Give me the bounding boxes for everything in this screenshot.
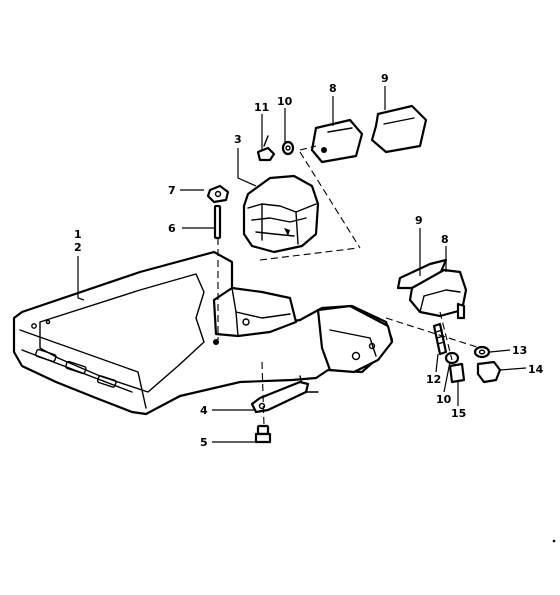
engine-mount-right-8 [408, 268, 468, 320]
washer-13 [473, 345, 491, 359]
callout-7: 7 [168, 184, 176, 197]
cap-nut-14 [476, 360, 502, 384]
callout-8-lower: 8 [441, 233, 449, 246]
insulator-plate-upper-8 [310, 118, 364, 164]
callout-13: 13 [512, 344, 527, 357]
callout-4: 4 [200, 404, 208, 417]
callout-15: 15 [451, 407, 466, 420]
bolt-5 [254, 424, 272, 444]
assembly-lines [217, 145, 481, 427]
callout-14: 14 [528, 363, 544, 376]
bracket-4 [250, 380, 310, 414]
callout-10-lower: 10 [436, 393, 452, 406]
washer-10-upper [281, 140, 295, 156]
stud-6 [213, 204, 222, 240]
callout-9-lower: 9 [415, 214, 423, 227]
callout-2: 2 [74, 241, 82, 254]
callout-11: 11 [254, 101, 269, 114]
callout-1: 1 [74, 228, 82, 241]
nut-15 [448, 362, 466, 384]
callout-8-upper: 8 [329, 82, 337, 95]
engine-mount-block [242, 174, 320, 254]
subframe-crossmember [12, 250, 394, 416]
stray-dot [552, 539, 556, 543]
bolt-11 [256, 135, 276, 162]
insulator-plate-upper-9 [370, 104, 428, 154]
callout-6: 6 [168, 222, 176, 235]
callout-12: 12 [426, 373, 441, 386]
callout-3: 3 [234, 133, 242, 146]
callout-5: 5 [200, 436, 208, 449]
stud-12 [432, 322, 448, 356]
callout-labels: 1 2 3 4 5 6 7 8 8 9 9 10 10 11 12 13 14 … [74, 72, 544, 449]
callout-10-upper: 10 [277, 95, 293, 108]
leader-lines [77, 86, 527, 443]
nut-7 [206, 184, 230, 204]
callout-9-upper: 9 [381, 72, 389, 85]
